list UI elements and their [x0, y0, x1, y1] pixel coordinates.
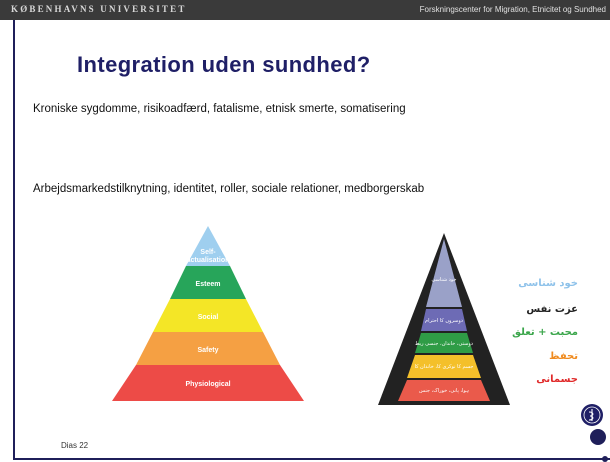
urdu-label-3: محبت + تعلق — [512, 327, 578, 338]
maslow-level-esteem — [170, 266, 246, 299]
slide-text-integration: Arbejdsmarkedstilknytning, identitet, ro… — [33, 183, 425, 195]
urdu-labels: خود شناسی عزت نفس محبت + تعلق تحفظ جسمان… — [512, 278, 578, 385]
maslow-label-safety: Safety — [197, 347, 218, 354]
maslow-level-physiological — [112, 365, 304, 401]
maslow-level-safety — [136, 332, 280, 365]
maslow-label-actualisation: actualisation — [187, 257, 230, 264]
bottom-rule — [13, 458, 610, 460]
urdu-tier-1 — [426, 239, 462, 307]
urdu-tier-3-text: دوستی، خاندان، جنسی ربط — [415, 341, 473, 347]
urdu-tier-4 — [407, 355, 481, 378]
urdu-label-1: خود شناسی — [518, 278, 578, 289]
urdu-tier-5 — [398, 380, 490, 401]
urdu-tier-4-text: جسم کا نوکری کا، خاندان کا — [415, 364, 474, 370]
maslow-level-social — [153, 299, 263, 332]
university-name: KØBENHAVNS UNIVERSITET — [11, 4, 187, 14]
slide-title: Integration uden sundhed? — [77, 52, 371, 77]
urdu-tier-2-text: دوسروں کا احترام — [425, 318, 463, 324]
maslow-label-esteem: Esteem — [196, 281, 221, 288]
urdu-label-2: عزت نفس — [526, 304, 578, 315]
slide-text-health: Kroniske sygdomme, risikoadfærd, fatalis… — [33, 103, 406, 115]
urdu-label-5: جسمانی — [536, 374, 578, 385]
left-rule — [13, 20, 15, 460]
maslow-pyramid: Self- actualisation Esteem Social Safety… — [112, 226, 304, 401]
footer-dots — [590, 429, 608, 462]
urdu-tier-2 — [421, 309, 467, 331]
university-seal-icon — [581, 404, 603, 426]
urdu-pyramid: خود شناسی دوسروں کا احترام دوستی، خاندان… — [378, 233, 510, 405]
slide-number: Dias 22 — [61, 441, 89, 450]
header-bar: KØBENHAVNS UNIVERSITET Forskningscenter … — [0, 0, 610, 20]
research-center-name: Forskningscenter for Migration, Etnicite… — [419, 5, 606, 14]
urdu-label-4: تحفظ — [549, 351, 578, 362]
urdu-tier-5-text: ہوا، پانی، خوراک، جنس — [419, 387, 469, 394]
maslow-label-physiological: Physiological — [185, 381, 230, 388]
urdu-tier-3 — [415, 333, 473, 353]
urdu-tier-1-text: خود شناسی — [431, 277, 456, 283]
maslow-label-social: Social — [198, 314, 219, 321]
maslow-label-self: Self- — [200, 249, 216, 256]
maslow-level-self-actualisation — [186, 226, 230, 266]
